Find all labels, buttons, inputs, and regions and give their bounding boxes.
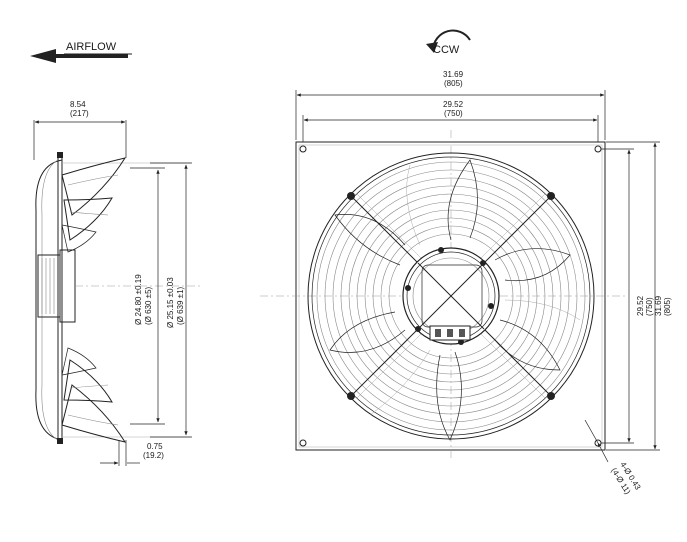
depth-mm: (217) <box>70 109 89 118</box>
overall-width-inches: 31.69 <box>443 70 464 79</box>
inner-diameter-inches: Ø 24.80 ±0.19 <box>134 274 143 325</box>
hole-height-mm: (750) <box>645 297 654 316</box>
flange-thickness-mm: (19.2) <box>143 451 164 460</box>
airflow-indicator: AIRFLOW <box>30 41 132 63</box>
airflow-arrow-icon <box>30 49 128 63</box>
outer-diameter-mm: (Ø 639 ±1) <box>176 286 185 325</box>
airflow-label: AIRFLOW <box>66 41 117 53</box>
inner-diameter-mm: (Ø 630 ±5) <box>144 286 153 325</box>
overall-height-mm: (805) <box>663 297 672 316</box>
depth-inches: 8.54 <box>70 100 86 109</box>
flange-thickness-inches: 0.75 <box>147 442 163 451</box>
hole-spacing-mm: (750) <box>444 109 463 118</box>
overall-width-mm: (805) <box>444 79 463 88</box>
front-view: 31.69 (805) 29.52 (750) <box>260 70 672 496</box>
hole-spacing-inches: 29.52 <box>443 100 464 109</box>
outer-diameter-inches: Ø 25.15 ±0.03 <box>166 277 175 328</box>
side-view: 8.54 (217) <box>33 100 200 466</box>
rotation-indicator: CCW <box>426 29 471 56</box>
hole-height-inches: 29.52 <box>636 295 645 316</box>
overall-height-inches: 31.69 <box>654 295 663 316</box>
ccw-label: CCW <box>433 44 460 56</box>
